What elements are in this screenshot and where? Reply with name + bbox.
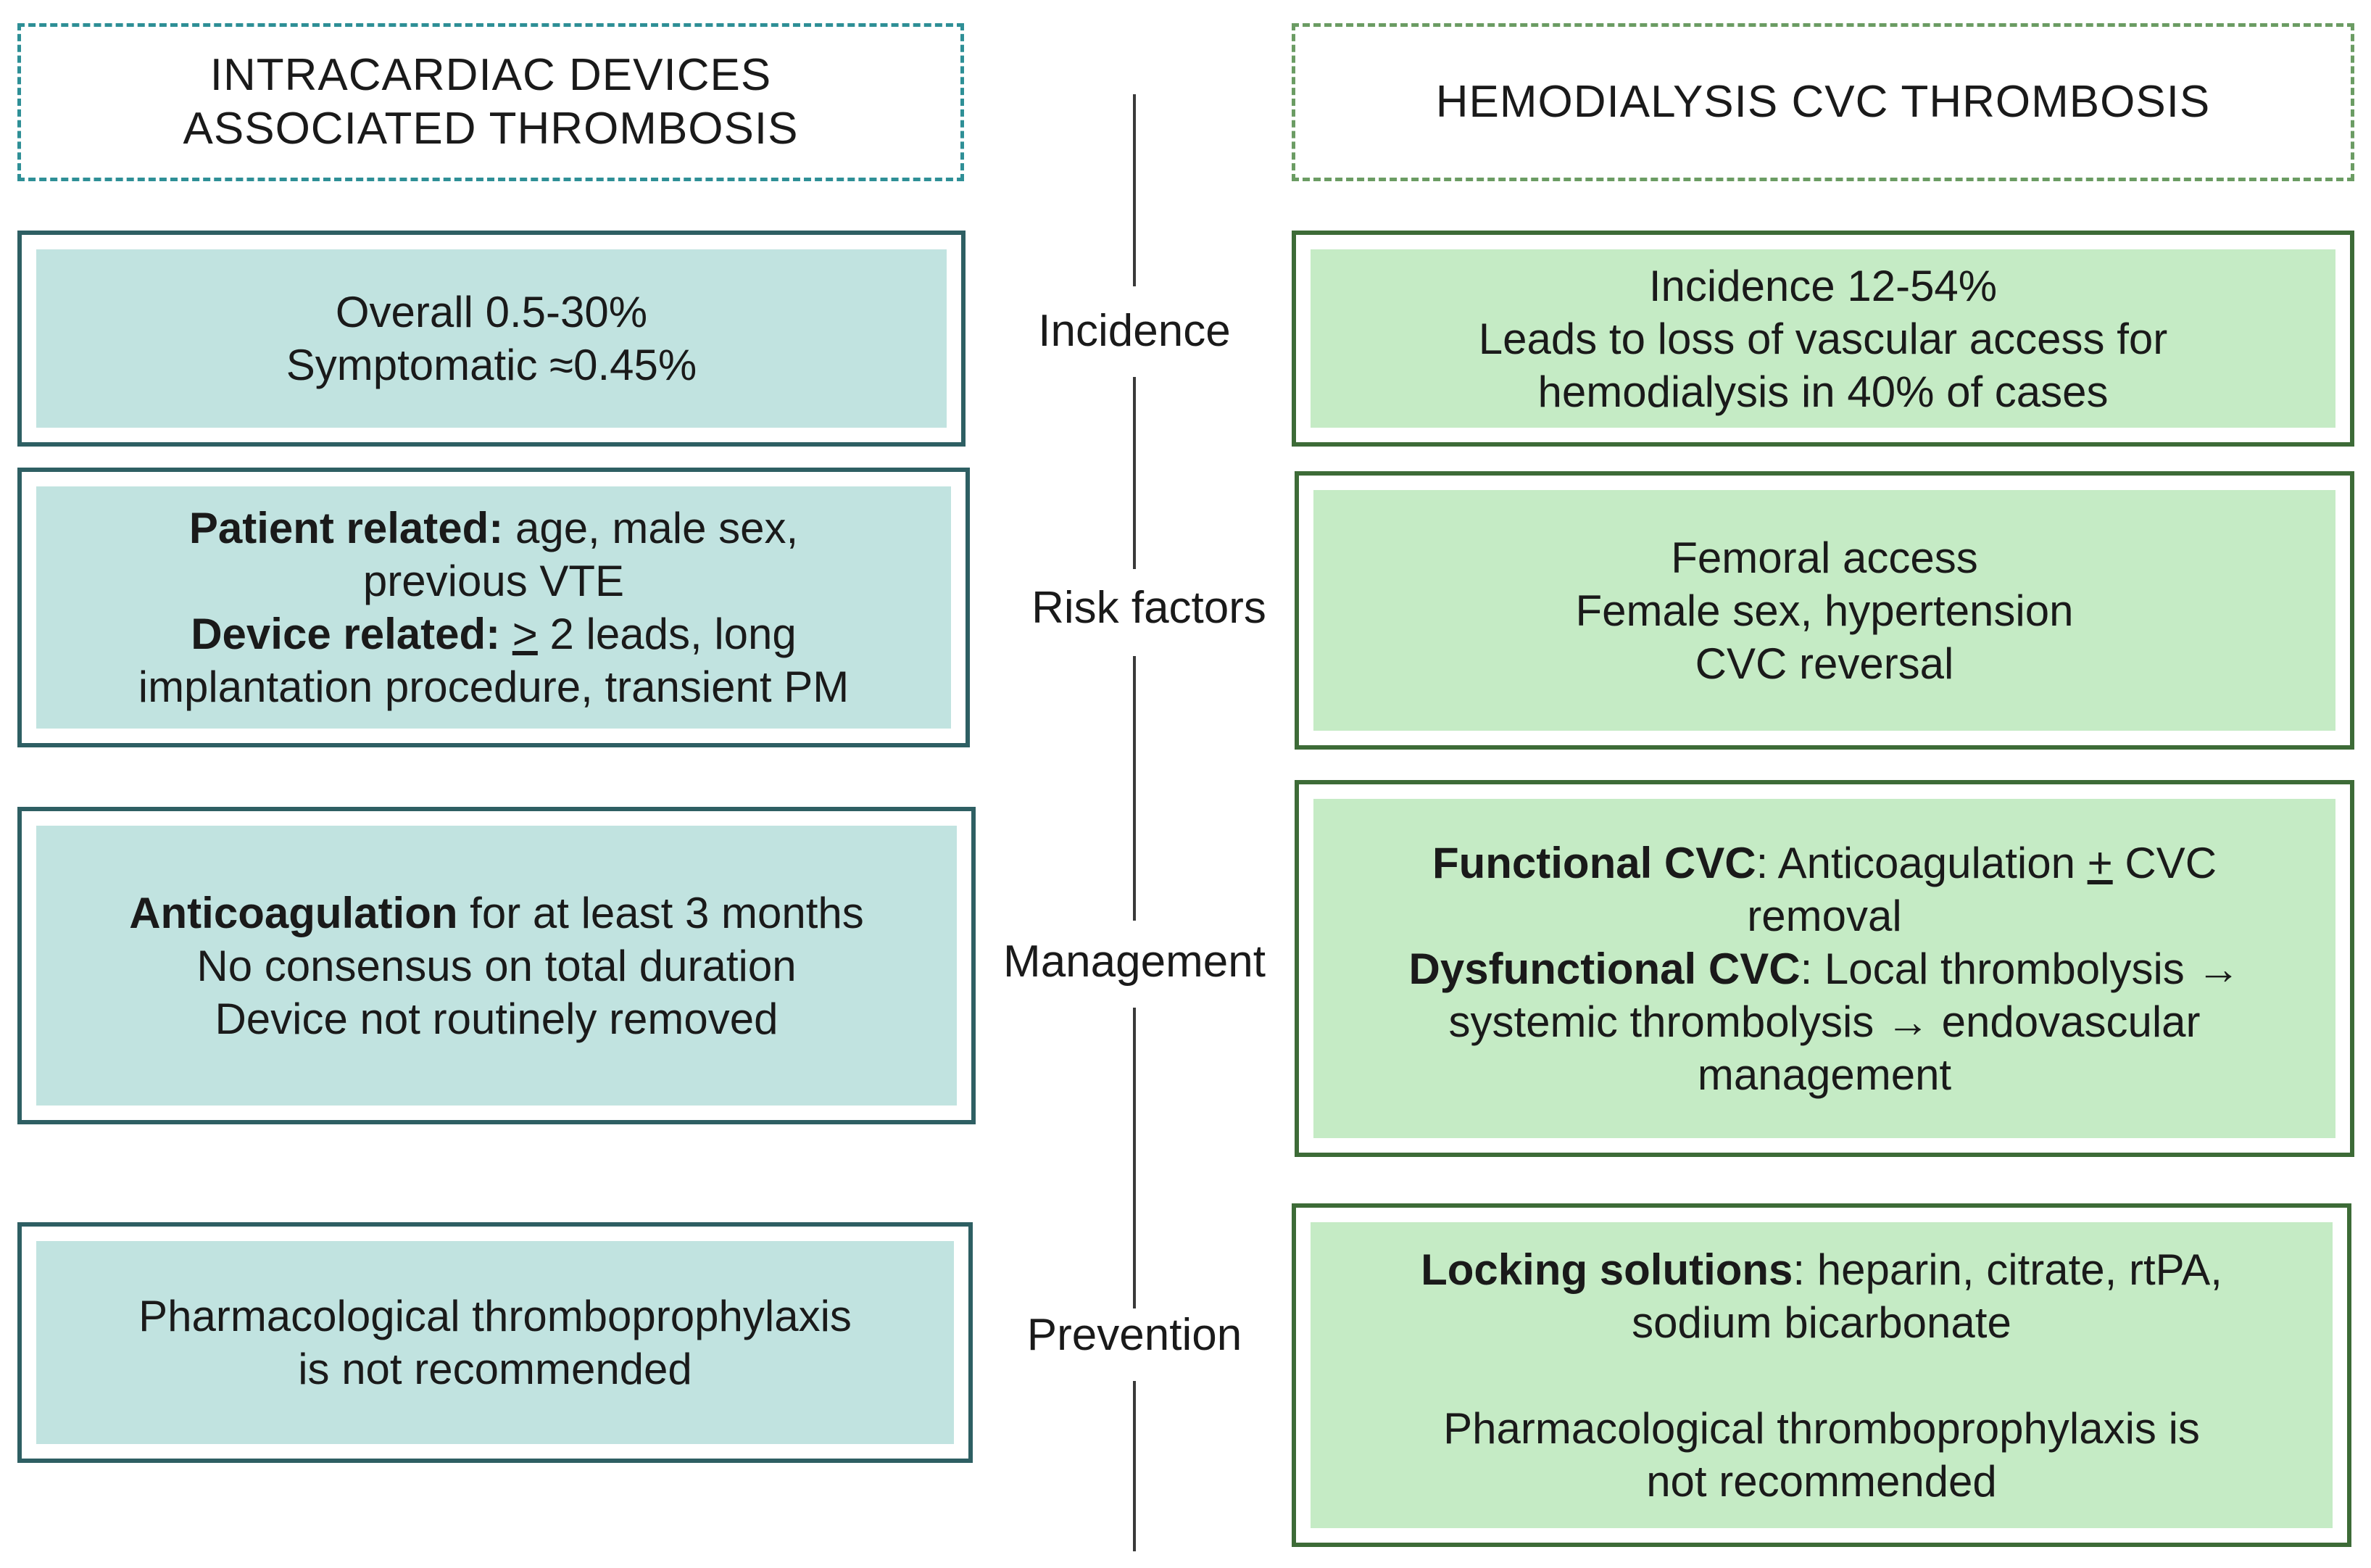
plus-minus-symbol: + [2087, 838, 2113, 887]
dysfunctional-cvc-line-3: management [1697, 1050, 1952, 1099]
right-risk-factors-content: Femoral access Female sex, hypertension … [1313, 490, 2335, 731]
functional-cvc-text-b: CVC [2112, 838, 2217, 887]
left-prevention-line-2: is not recommended [298, 1345, 692, 1393]
left-incidence-box: Overall 0.5-30% Symptomatic ≈0.45% [17, 231, 966, 447]
patient-related-label: Patient related: [188, 504, 504, 552]
locking-solutions-line-2: sodium bicarbonate [1632, 1298, 2011, 1347]
header-intracardiac: INTRACARDIAC DEVICES ASSOCIATED THROMBOS… [17, 23, 964, 181]
right-incidence-box: Incidence 12-54% Leads to loss of vascul… [1292, 231, 2354, 447]
greater-equal-symbol: > [512, 610, 538, 658]
right-risk-factors-box: Femoral access Female sex, hypertension … [1295, 471, 2354, 750]
header-intracardiac-text: INTRACARDIAC DEVICES ASSOCIATED THROMBOS… [183, 50, 799, 154]
left-management-box: Anticoagulation for at least 3 months No… [17, 807, 976, 1124]
device-related-text: 2 leads, long [537, 610, 797, 658]
left-incidence-line: Symptomatic ≈0.45% [286, 341, 697, 389]
right-prevention-box: Locking solutions: heparin, citrate, rtP… [1292, 1203, 2351, 1547]
left-management-line-3: Device not routinely removed [215, 994, 778, 1043]
functional-cvc-label: Functional CVC [1432, 838, 1756, 887]
divider-segment-2 [1133, 377, 1136, 569]
left-risk-factors-box: Patient related: age, male sex, previous… [17, 468, 970, 747]
category-management: Management [1003, 937, 1266, 987]
left-management-content: Anticoagulation for at least 3 months No… [36, 826, 957, 1106]
functional-cvc-text: : Anticoagulation [1756, 838, 2088, 887]
functional-cvc-line: Functional CVC: Anticoagulation + CVC [1432, 837, 2217, 889]
right-incidence-line-3: hemodialysis in 40% of cases [1537, 367, 2109, 416]
dysfunctional-cvc-label: Dysfunctional CVC [1408, 944, 1801, 993]
right-incidence-content: Incidence 12-54% Leads to loss of vascul… [1311, 249, 2335, 428]
patient-related-text: age, male sex, [503, 504, 799, 552]
divider-segment-4 [1133, 1008, 1136, 1308]
right-management-content: Functional CVC: Anticoagulation + CVC re… [1313, 799, 2335, 1138]
dysfunctional-cvc-line: Dysfunctional CVC: Local thrombolysis → [1409, 942, 2241, 995]
left-incidence-content: Overall 0.5-30% Symptomatic ≈0.45% [36, 249, 947, 428]
left-prevention-box: Pharmacological thromboprophylaxis is no… [17, 1222, 973, 1463]
right-incidence-line-2: Leads to loss of vascular access for [1478, 314, 2168, 363]
anticoagulation-text: for at least 3 months [457, 888, 864, 937]
locking-solutions-line: Locking solutions: heparin, citrate, rtP… [1421, 1243, 2222, 1296]
dysfunctional-cvc-line-2: systemic thrombolysis → endovascular [1448, 997, 2201, 1046]
left-incidence-line: Overall 0.5-30% [335, 288, 648, 336]
left-risk-patient-line-2: previous VTE [362, 557, 625, 605]
anticoagulation-label: Anticoagulation [129, 888, 458, 937]
header-hemodialysis-text: HEMODIALYSIS CVC THROMBOSIS [1435, 77, 2211, 127]
locking-solutions-text: : heparin, citrate, rtPA, [1793, 1245, 2222, 1294]
functional-cvc-line-2: removal [1747, 891, 1902, 940]
locking-solutions-label: Locking solutions [1421, 1245, 1793, 1294]
divider-segment-3 [1133, 656, 1136, 921]
left-risk-factors-content: Patient related: age, male sex, previous… [36, 486, 951, 729]
left-risk-device-line-2: implantation procedure, transient PM [138, 663, 850, 711]
right-prevention-line-4: not recommended [1646, 1456, 1997, 1506]
category-risk-factors: Risk factors [1031, 583, 1266, 633]
right-prevention-content: Locking solutions: heparin, citrate, rtP… [1311, 1222, 2333, 1528]
dysfunctional-cvc-text: : Local thrombolysis → [1800, 944, 2241, 993]
divider-segment-1 [1133, 94, 1136, 286]
left-management-line: Anticoagulation for at least 3 months [129, 887, 864, 939]
right-incidence-line: Incidence 12-54% [1648, 261, 1998, 310]
category-incidence: Incidence [1038, 306, 1231, 356]
right-prevention-line-3: Pharmacological thromboprophylaxis is [1443, 1403, 2200, 1453]
left-prevention-line: Pharmacological thromboprophylaxis [138, 1292, 852, 1340]
left-management-line-2: No consensus on total duration [196, 941, 797, 990]
right-management-box: Functional CVC: Anticoagulation + CVC re… [1295, 780, 2354, 1157]
right-risk-line: Femoral access [1671, 533, 1978, 582]
left-risk-device-line: Device related: > 2 leads, long [191, 607, 797, 660]
right-risk-line-3: CVC reversal [1695, 639, 1954, 688]
category-prevention: Prevention [1026, 1310, 1242, 1360]
device-related-label: Device related: [191, 610, 501, 658]
divider-segment-5 [1133, 1381, 1136, 1551]
left-prevention-content: Pharmacological thromboprophylaxis is no… [36, 1241, 954, 1444]
header-hemodialysis: HEMODIALYSIS CVC THROMBOSIS [1292, 23, 2354, 181]
right-risk-line-2: Female sex, hypertension [1575, 586, 2074, 635]
left-risk-patient-line: Patient related: age, male sex, [189, 502, 798, 555]
